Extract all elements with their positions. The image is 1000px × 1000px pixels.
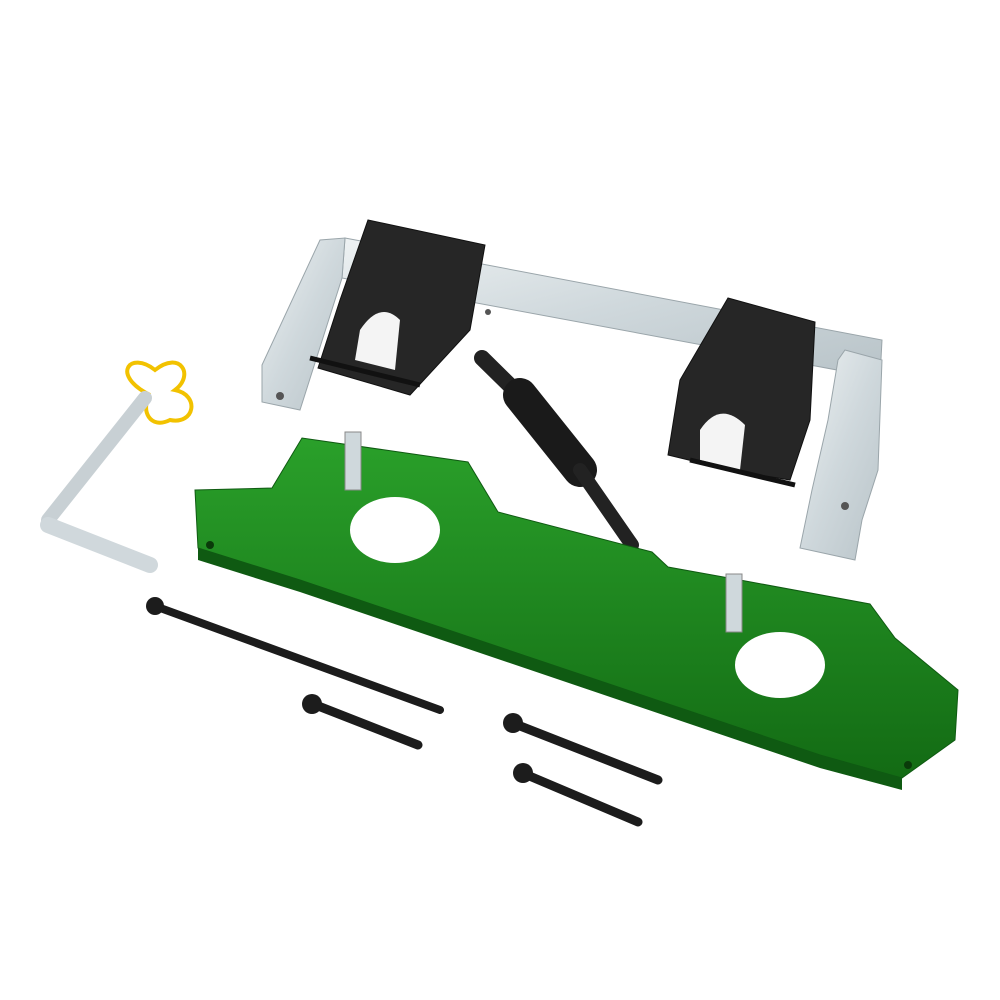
frame-left-leg	[261, 237, 346, 411]
locking-pin-with-lanyard	[40, 360, 194, 573]
threaded-puller	[474, 350, 639, 552]
left-clamp-block	[309, 219, 486, 396]
bolt	[303, 697, 423, 750]
frame-hole	[841, 502, 849, 510]
bolt	[505, 717, 663, 785]
frame-hole	[276, 392, 284, 400]
plate-hole-right	[735, 632, 825, 698]
plate-hole-left	[350, 497, 440, 563]
bolt	[515, 767, 643, 827]
bolts	[148, 601, 663, 827]
frame-hole	[485, 309, 491, 315]
frame-right-leg	[799, 349, 883, 561]
long-bolt	[148, 601, 444, 714]
plate-pin-left	[344, 431, 362, 491]
plate-pin-right	[725, 573, 743, 633]
right-clamp-block	[667, 297, 816, 488]
green-alignment-plate	[194, 431, 959, 790]
